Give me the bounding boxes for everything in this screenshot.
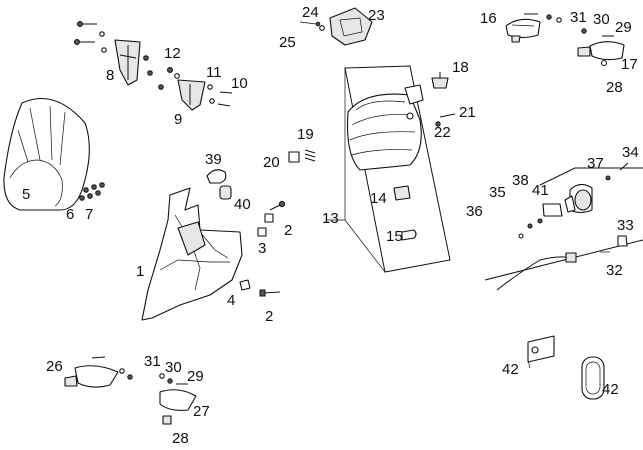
label-31-top: 31 bbox=[570, 9, 587, 26]
headlight-assembly bbox=[346, 84, 424, 171]
label-33: 33 bbox=[617, 217, 634, 234]
label-8: 8 bbox=[106, 67, 114, 84]
label-23: 23 bbox=[368, 7, 385, 24]
bolt-2-lower bbox=[259, 289, 281, 297]
wiring-harness bbox=[496, 252, 577, 291]
label-10: 10 bbox=[231, 75, 248, 92]
label-24: 24 bbox=[302, 4, 319, 21]
label-20: 20 bbox=[263, 154, 280, 171]
turn-signal-front-left bbox=[577, 28, 625, 67]
label-27: 27 bbox=[193, 403, 210, 420]
license-light-housing bbox=[564, 183, 593, 214]
label-40: 40 bbox=[234, 196, 251, 213]
label-6: 6 bbox=[66, 206, 74, 223]
label-11: 11 bbox=[206, 64, 222, 81]
label-38: 38 bbox=[512, 172, 529, 189]
label-4: 4 bbox=[227, 292, 235, 309]
callout-labels: 1 2 2 3 4 5 6 7 8 9 10 11 12 13 14 15 16… bbox=[22, 4, 639, 447]
label-7: 7 bbox=[85, 206, 93, 223]
label-42-left: 42 bbox=[502, 361, 519, 378]
bulb-15 bbox=[401, 229, 417, 241]
windscreen bbox=[3, 98, 90, 211]
screw-set-6-7 bbox=[79, 182, 105, 201]
label-3: 3 bbox=[258, 240, 266, 257]
screw-34-37 bbox=[605, 162, 629, 181]
label-30-top: 30 bbox=[593, 11, 610, 28]
clip-39 bbox=[206, 169, 227, 184]
screw-21-22 bbox=[435, 113, 456, 127]
label-28-top: 28 bbox=[606, 79, 623, 96]
label-14: 14 bbox=[370, 190, 387, 207]
label-31-bottom: 31 bbox=[144, 353, 161, 370]
label-32: 32 bbox=[606, 262, 623, 279]
label-30-bottom: 30 bbox=[165, 359, 182, 376]
label-2-upper: 2 bbox=[284, 222, 292, 239]
label-28-bottom: 28 bbox=[172, 430, 189, 447]
turn-signal-rear-right bbox=[159, 373, 197, 425]
label-29-bottom: 29 bbox=[187, 368, 204, 385]
leader-lines bbox=[299, 21, 610, 369]
label-15: 15 bbox=[386, 228, 403, 245]
license-light-frame bbox=[484, 167, 643, 281]
label-19: 19 bbox=[297, 126, 314, 143]
bulb-33 bbox=[617, 235, 628, 247]
reflector-42-left bbox=[527, 335, 555, 363]
label-29-top: 29 bbox=[615, 19, 632, 36]
label-37: 37 bbox=[587, 155, 604, 172]
nut-4 bbox=[239, 279, 251, 291]
label-25: 25 bbox=[279, 34, 296, 51]
instrument-cluster bbox=[315, 7, 373, 46]
label-2-lower: 2 bbox=[265, 308, 273, 325]
label-16: 16 bbox=[480, 10, 497, 27]
front-cowl bbox=[141, 187, 243, 321]
label-35: 35 bbox=[489, 184, 506, 201]
label-21: 21 bbox=[459, 104, 476, 121]
grommet-40 bbox=[219, 185, 232, 200]
label-39: 39 bbox=[205, 151, 222, 168]
bracket-8 bbox=[74, 21, 153, 86]
label-1: 1 bbox=[136, 263, 144, 280]
label-9: 9 bbox=[174, 111, 182, 128]
label-36: 36 bbox=[466, 203, 483, 220]
turn-signal-front-right bbox=[505, 13, 562, 43]
spring-19 bbox=[304, 149, 316, 162]
label-18: 18 bbox=[452, 59, 469, 76]
label-5: 5 bbox=[22, 186, 30, 203]
label-13: 13 bbox=[322, 210, 339, 227]
reflector-42-right bbox=[581, 356, 605, 400]
turn-signal-rear-left bbox=[64, 356, 133, 388]
socket-14 bbox=[393, 185, 411, 201]
label-22: 22 bbox=[434, 124, 451, 141]
bracket-9 bbox=[158, 67, 233, 111]
label-17: 17 bbox=[621, 56, 638, 73]
label-42-right: 42 bbox=[602, 381, 619, 398]
clip-20 bbox=[288, 151, 300, 163]
label-12: 12 bbox=[164, 45, 181, 62]
small-parts-35-36-38 bbox=[518, 218, 543, 239]
label-34: 34 bbox=[622, 144, 639, 161]
bolt-2-upper bbox=[269, 200, 286, 211]
spacer-3 bbox=[257, 213, 274, 237]
bulb-18 bbox=[431, 72, 449, 89]
bracket-41 bbox=[542, 203, 563, 217]
label-41: 41 bbox=[532, 182, 549, 199]
headlight-group-frame bbox=[344, 65, 451, 273]
label-26: 26 bbox=[46, 358, 63, 375]
